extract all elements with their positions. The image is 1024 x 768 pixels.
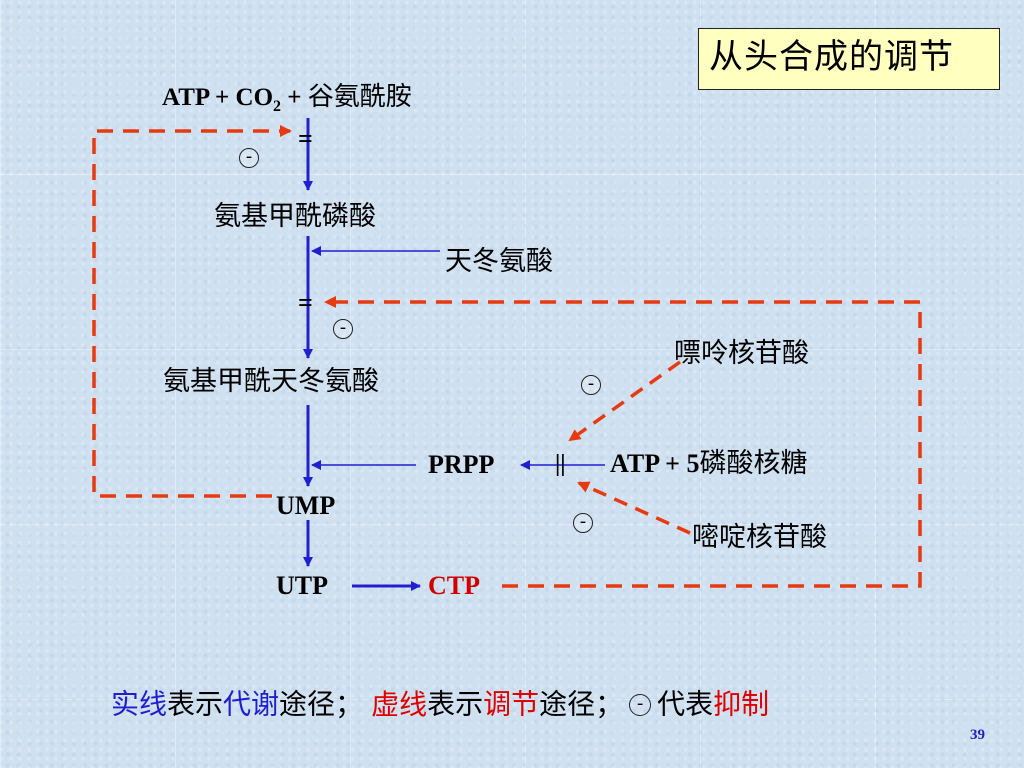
glutamine-label: 谷氨酰胺 [307, 82, 412, 112]
start-plus-label: + [281, 84, 308, 111]
atp-5-label: ATP + 5 [610, 449, 700, 478]
node-carbamoyl-aspartate: 氨基甲酰天冬氨酸 [163, 366, 379, 397]
node-aspartate: 天冬氨酸 [445, 246, 553, 277]
inhibition-minus-2: - [333, 319, 353, 339]
legend: 实线表示代谢途径；虚线表示调节途径；-代表抑制 [111, 689, 769, 719]
page-title: 从头合成的调节 [709, 37, 954, 77]
legend-pathway: 途径； [279, 687, 364, 721]
node-utp: UTP [276, 571, 328, 600]
node-pyrimidine-nucleotide: 嘧啶核苷酸 [692, 522, 827, 553]
inhibition-minus-4: - [573, 513, 593, 533]
node-purine-nucleotide: 嘌呤核苷酸 [674, 338, 809, 369]
node-ump: UMP [276, 491, 336, 520]
feedback-pyrimidine-to-prpp-synthesis [577, 481, 691, 535]
legend-metabolic: 代谢 [223, 687, 280, 721]
ribose-phosphate-label: 磷酸核糖 [699, 448, 808, 479]
legend-regulation: 调节 [483, 687, 540, 721]
inhibition-minus-3: - [581, 375, 601, 395]
inhibition-minus-1: - [239, 148, 259, 168]
node-carbamoyl-phosphate: 氨基甲酰磷酸 [214, 201, 376, 232]
legend-solid-line: 实线 [111, 687, 168, 721]
node-ctp: CTP [428, 571, 480, 600]
feedback-ctp-to-second-step [324, 296, 922, 588]
inhibition-equals-2: = [298, 288, 313, 317]
node-start-substrates: ATP + CO2 + 谷氨酰胺 [162, 84, 412, 115]
feedback-purine-to-prpp-synthesis [568, 360, 682, 442]
legend-minus-symbol: - [629, 693, 652, 716]
legend-inhibition: 抑制 [713, 687, 770, 721]
start-atp-co-label: ATP + CO [162, 84, 274, 111]
page-number: 39 [970, 727, 985, 743]
inhibition-double-bar: || [555, 451, 566, 477]
node-atp-ribose-phosphate: ATP + 5磷酸核糖 [610, 450, 807, 477]
title-box: 从头合成的调节 [698, 28, 1000, 90]
inhibition-equals-1: = [298, 124, 313, 153]
node-prpp: PRPP [428, 450, 495, 479]
feedback-ump-to-first-step [92, 125, 292, 498]
co2-subscript: 2 [273, 98, 282, 115]
legend-represents: 代表 [657, 687, 714, 721]
legend-pathway-2: 途径； [539, 687, 624, 721]
legend-shows: 表示 [167, 687, 224, 721]
legend-dashed-line: 虚线 [371, 687, 428, 721]
legend-shows-2: 表示 [427, 687, 484, 721]
